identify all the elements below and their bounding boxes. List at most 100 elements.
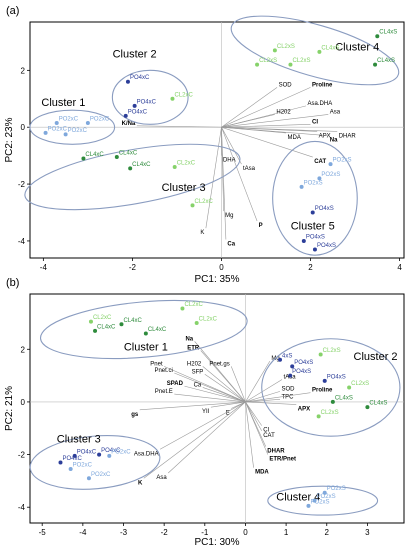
- loading-vector: [245, 401, 297, 405]
- loading-vector: [168, 401, 246, 474]
- x-tick-label: -3: [120, 528, 128, 537]
- point-label: PO2xC: [73, 463, 93, 469]
- loading-label: CI: [263, 428, 269, 434]
- data-point: [123, 113, 128, 118]
- data-point: [86, 476, 91, 481]
- data-point: [255, 62, 260, 67]
- data-point: [288, 373, 293, 378]
- loading-vector: [174, 372, 246, 403]
- loading-vector: [174, 393, 246, 403]
- y-axis-title: PC2: 21%: [4, 386, 15, 431]
- loading-label: YII: [202, 409, 210, 415]
- data-point: [272, 48, 277, 53]
- cluster-label: Cluster 2: [113, 49, 157, 61]
- loading-vector: [136, 125, 222, 128]
- loading-label: ETR: [187, 346, 200, 352]
- point-label: PO2xS: [321, 172, 340, 178]
- cluster-label: Cluster 3: [162, 182, 206, 194]
- loading-label: DHAR: [267, 449, 285, 455]
- data-point: [375, 34, 380, 39]
- point-label: CL4xS: [379, 30, 397, 36]
- loading-vector: [245, 398, 281, 403]
- point-label: PO4xC: [62, 456, 82, 462]
- panel-label: (a): [6, 5, 19, 17]
- loading-label: H202: [276, 109, 291, 115]
- loading-label: SOD: [279, 82, 293, 88]
- loading-vector: [221, 127, 258, 222]
- y-tick-label: -4: [18, 503, 26, 512]
- loading-vector: [221, 124, 311, 128]
- point-label: PO2xC: [111, 449, 131, 455]
- data-point: [114, 155, 119, 160]
- loading-vector: [164, 366, 246, 403]
- loading-vector: [202, 366, 246, 403]
- cluster-ellipse: [261, 338, 401, 437]
- loading-label: Pnet.gs: [209, 361, 229, 367]
- point-label: CL2xS: [259, 58, 277, 64]
- point-label: PO2xC: [91, 472, 111, 478]
- data-point: [322, 378, 327, 383]
- loading-vector: [200, 350, 246, 403]
- loading-label: SPAD: [167, 381, 184, 387]
- data-point: [85, 120, 90, 125]
- point-label: CL4xS: [377, 58, 395, 64]
- point-label: CL4xC: [97, 324, 116, 330]
- x-tick-label: 2: [325, 528, 330, 537]
- loading-vector: [221, 127, 242, 165]
- loading-vector: [143, 401, 246, 479]
- loading-label: K: [200, 230, 204, 236]
- x-tick-label: 0: [243, 528, 248, 537]
- point-label: PO4xS: [327, 374, 346, 380]
- point-label: CL4xS: [335, 395, 353, 401]
- y-tick-label: 0: [21, 123, 26, 132]
- data-point: [317, 49, 322, 54]
- point-label: PO2xS: [304, 180, 323, 186]
- y-axis-title: PC2: 23%: [4, 117, 15, 162]
- point-label: CL2xS: [351, 381, 369, 387]
- x-tick-label: -5: [39, 528, 47, 537]
- data-point: [107, 453, 112, 458]
- loading-vector: [202, 387, 246, 403]
- loading-label: CAT: [263, 433, 275, 439]
- data-point: [72, 453, 77, 458]
- point-label: CL2xS: [277, 44, 295, 50]
- point-label: PO4xS: [317, 243, 336, 249]
- data-point: [58, 460, 63, 465]
- loading-label: CAT: [314, 159, 326, 165]
- point-label: CL4xC: [85, 152, 104, 158]
- point-label: PO2xS: [333, 158, 352, 164]
- loading-vector: [204, 374, 246, 403]
- loading-vector: [245, 392, 311, 403]
- cluster-label: Cluster 2: [354, 351, 398, 363]
- point-label: CL2xC: [195, 199, 214, 205]
- loading-label: SFP: [192, 369, 204, 375]
- loading-label: K: [138, 480, 143, 486]
- cluster-label: Cluster 4: [335, 41, 379, 53]
- loading-vector: [205, 127, 222, 229]
- point-label: CL2xS: [321, 410, 339, 416]
- data-point: [318, 352, 323, 357]
- data-point: [88, 319, 93, 324]
- loading-label: Ca: [194, 382, 202, 388]
- loading-label: Proline: [312, 388, 333, 394]
- data-point: [172, 165, 177, 170]
- y-tick-label: 2: [21, 66, 26, 75]
- loading-vector: [221, 87, 311, 128]
- loading-label: H202: [187, 361, 202, 367]
- loading-label: P: [259, 223, 263, 229]
- cluster-ellipse: [272, 140, 358, 256]
- cluster-ellipse: [230, 15, 400, 86]
- data-point: [347, 385, 352, 390]
- point-label: PO4xS: [306, 234, 325, 240]
- data-point: [143, 331, 148, 336]
- loading-vector: [184, 385, 246, 403]
- loading-vector: [139, 401, 246, 411]
- point-label: PO4xC: [130, 75, 150, 81]
- plot-frame: [29, 21, 405, 259]
- point-label: CL2xS: [292, 58, 310, 64]
- x-axis-title: PC1: 35%: [194, 274, 239, 285]
- point-label: CL2xC: [174, 92, 193, 98]
- loading-label: DHA: [223, 158, 236, 164]
- loading-label: gs: [131, 412, 139, 418]
